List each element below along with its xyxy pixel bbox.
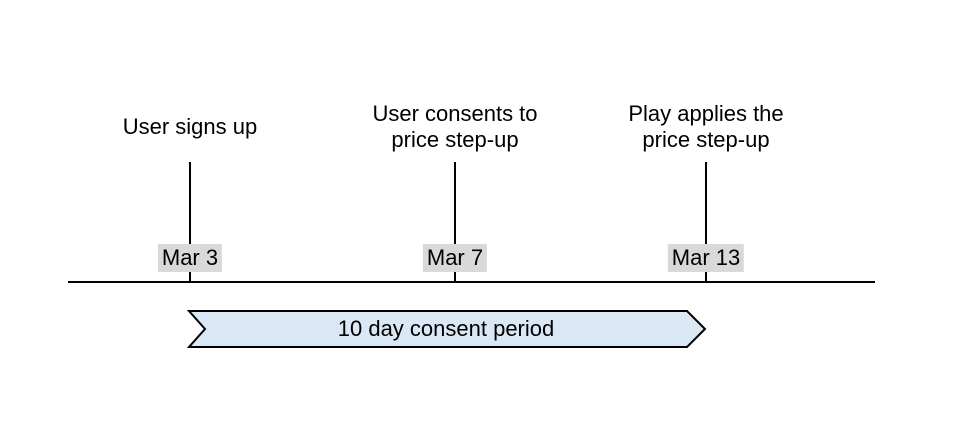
milestone-date-label: Mar 3 <box>157 244 223 272</box>
consent-period-arrow-shape <box>186 310 707 348</box>
timeline-axis-line <box>68 281 875 283</box>
milestone-title: User signs up <box>122 114 258 139</box>
milestone-title: Play applies the price step-up <box>628 101 784 152</box>
milestone-tick-line <box>705 162 707 282</box>
milestone-date-label: Mar 7 <box>422 244 488 272</box>
milestone-date-label: Mar 13 <box>667 244 745 272</box>
milestone-title: User consents to price step-up <box>372 101 538 152</box>
milestone-tick-line <box>189 162 191 282</box>
consent-period-banner <box>186 310 707 348</box>
milestone-tick-line <box>454 162 456 282</box>
consent-period-label: 10 day consent period <box>337 316 555 341</box>
